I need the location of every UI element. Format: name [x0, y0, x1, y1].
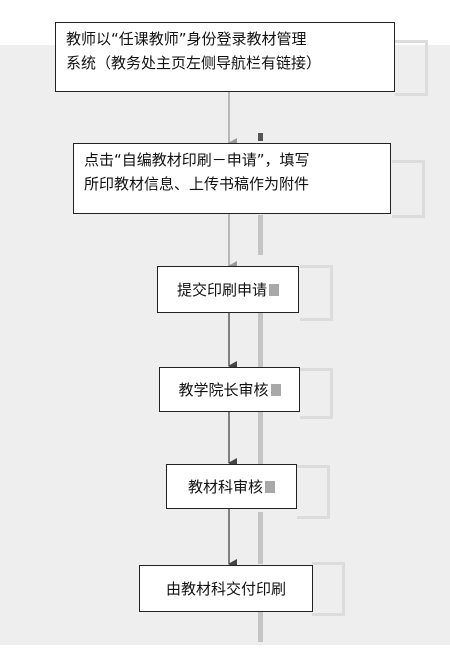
ghost-bracket: [312, 562, 345, 616]
step-section-review: 教材科审核: [166, 464, 297, 509]
connector-dash: [258, 312, 263, 367]
redaction-mark: [270, 383, 281, 396]
redaction-mark: [265, 480, 275, 493]
step-dean-review-label: 教学院长审核: [178, 380, 269, 399]
ghost-bracket: [395, 40, 428, 96]
connector-dash: [258, 612, 263, 642]
step-apply: 点击“自编教材印刷－申请”，填写 所印教材信息、上传书稿作为附件: [73, 143, 391, 214]
step-print: 由教材科交付印刷: [139, 565, 313, 612]
connector-dash: [258, 412, 263, 467]
step-dean-review: 教学院长审核: [159, 367, 300, 412]
step-submit-label: 提交印刷申请: [176, 280, 267, 299]
step-login: 教师以“任课教师”身份登录教材管理 系统（教务处主页左侧导航栏有链接）: [55, 22, 395, 92]
step-login-line-1: 教师以“任课教师”身份登录教材管理: [66, 30, 307, 48]
connector-dash: [258, 512, 263, 564]
connector-mark: [258, 133, 263, 141]
step-print-label: 由教材科交付印刷: [165, 579, 286, 598]
ghost-bracket: [300, 265, 333, 321]
ghost-bracket: [300, 368, 333, 419]
ghost-bracket: [392, 160, 425, 218]
step-login-line-2: 系统（教务处主页左侧导航栏有链接）: [66, 54, 322, 72]
step-apply-line-2: 所印教材信息、上传书稿作为附件: [84, 175, 310, 193]
connector-dash: [258, 215, 263, 255]
step-apply-line-1: 点击“自编教材印刷－申请”，填写: [84, 151, 310, 169]
redaction-mark: [269, 283, 279, 296]
step-section-review-label: 教材科审核: [187, 477, 263, 496]
step-submit: 提交印刷申请: [157, 266, 299, 313]
ghost-bracket: [297, 465, 330, 519]
